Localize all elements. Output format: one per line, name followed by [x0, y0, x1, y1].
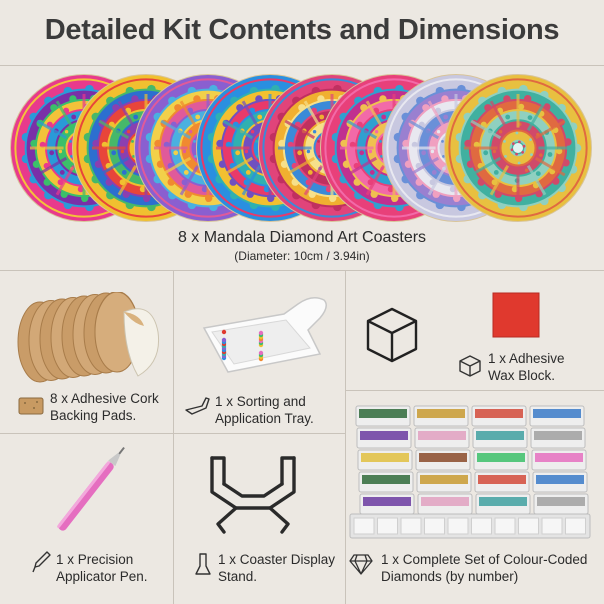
sorting-tray-image — [202, 297, 327, 373]
divider-top — [0, 65, 604, 66]
mandala-coasters-illustration — [10, 74, 592, 222]
divider-middle — [0, 270, 604, 271]
coasters-image — [10, 74, 594, 224]
mandala-coaster — [444, 74, 592, 222]
coasters-dimensions: (Diameter: 10cm / 3.94in) — [234, 249, 370, 263]
cube-icon — [366, 307, 418, 363]
divider-col-2 — [345, 270, 346, 604]
divider-right-row — [345, 390, 604, 391]
display-stand-image — [210, 456, 296, 534]
tray-label: 1 x Sorting and Application Tray. — [215, 394, 314, 426]
applicator-pen-image — [57, 446, 125, 531]
divider-col-1 — [173, 270, 174, 604]
wax-block-label: 1 x Adhesive Wax Block. — [488, 351, 565, 383]
stand-icon — [195, 553, 211, 575]
wax-block-image — [492, 292, 540, 338]
cork-pads-image — [17, 292, 160, 383]
wax-cube-icon — [459, 355, 481, 377]
pen-label: 1 x Precision Applicator Pen. — [56, 552, 148, 584]
coasters-caption: 8 x Mandala Diamond Art Coasters — [177, 229, 427, 246]
stand-label: 1 x Coaster Display Stand. — [218, 552, 336, 584]
diamonds-label: 1 x Complete Set of Colour-Coded Diamond… — [381, 552, 588, 584]
diamond-icon — [349, 554, 373, 575]
cork-pads-label: 8 x Adhesive Cork Backing Pads. — [50, 391, 159, 423]
diamond-storage-image — [349, 405, 591, 539]
tray-icon — [185, 397, 210, 415]
cork-swatch-icon — [18, 397, 44, 415]
divider-row — [0, 433, 345, 434]
page-title: Detailed Kit Contents and Dimensions — [44, 14, 560, 46]
pen-icon — [32, 551, 51, 573]
